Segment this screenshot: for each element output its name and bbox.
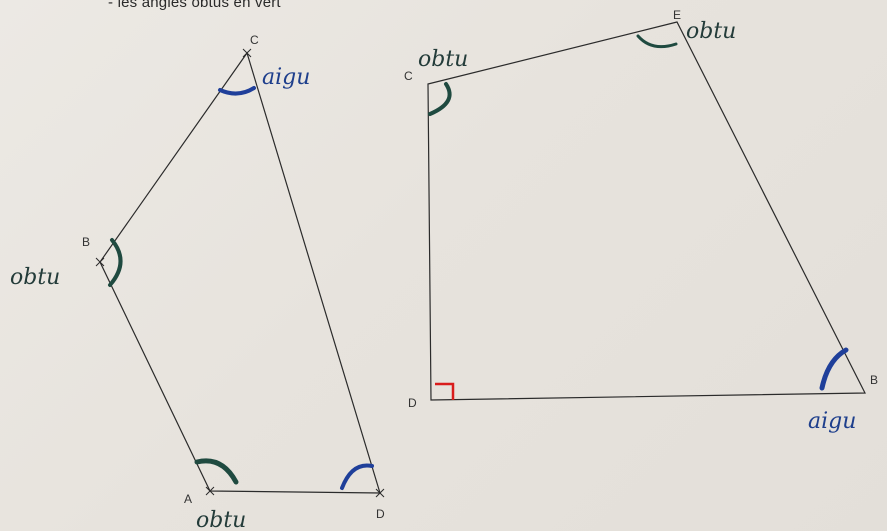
vertex-mark-d xyxy=(375,488,385,498)
vertex-label-b-right: B xyxy=(870,373,878,387)
angle-arc-d-acute xyxy=(340,463,374,490)
right-quadrilateral: E C D B obtu obtu aigu xyxy=(404,8,878,434)
annotation-b-obtu: obtu xyxy=(10,265,60,290)
vertex-mark-c xyxy=(242,48,252,58)
angle-arc-b-acute xyxy=(819,347,849,391)
vertex-mark-b xyxy=(95,257,105,267)
left-quadrilateral-outline xyxy=(99,51,381,494)
angle-arc-c-obtuse xyxy=(428,82,452,116)
vertex-label-d-right: D xyxy=(408,396,417,410)
vertex-label-b: B xyxy=(82,235,90,249)
right-angle-mark-d xyxy=(435,382,455,400)
vertex-label-d: D xyxy=(376,507,385,521)
left-quadrilateral: C B A D aigu obtu obtu xyxy=(10,33,385,531)
annotation-a-obtu: obtu xyxy=(196,508,246,531)
annotation-e-obtu: obtu xyxy=(686,19,736,44)
annotation-c-aigu: aigu xyxy=(262,65,310,90)
right-quadrilateral-outline xyxy=(427,21,866,401)
vertex-mark-a xyxy=(205,486,215,496)
vertex-label-e: E xyxy=(673,8,681,22)
angle-arc-a-obtuse xyxy=(194,458,239,485)
angle-arc-e-obtuse xyxy=(636,34,678,49)
left-vertex-marks xyxy=(95,48,385,498)
annotation-c-obtu: obtu xyxy=(418,47,468,72)
angle-arc-b-obtuse xyxy=(108,238,123,287)
vertex-label-c: C xyxy=(250,33,259,47)
instruction-text: - les angles obtus en vert xyxy=(108,0,281,11)
angle-arc-c-acute xyxy=(218,86,256,96)
vertex-label-a: A xyxy=(184,492,192,506)
annotation-b-aigu: aigu xyxy=(808,409,856,434)
vertex-label-c-right: C xyxy=(404,69,413,83)
